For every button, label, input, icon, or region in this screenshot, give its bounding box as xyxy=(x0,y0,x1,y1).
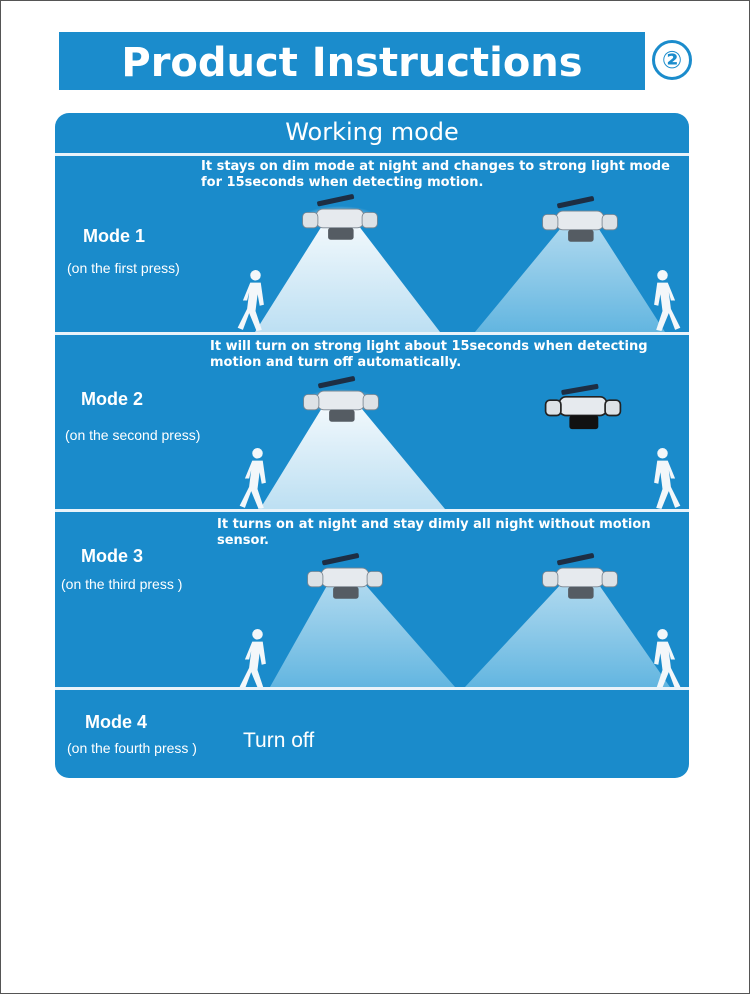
mode-4-description: Turn off xyxy=(243,729,315,752)
mode-1-row: Mode 1 (on the first press) It stays on … xyxy=(55,156,689,332)
mode-3-illustration xyxy=(239,552,681,690)
page-number-badge: ② xyxy=(652,40,692,80)
divider xyxy=(55,687,689,690)
mode-3-name: Mode 3 xyxy=(81,546,144,566)
mode-3-press: (on the third press ) xyxy=(61,576,183,592)
mode-2-illustration xyxy=(239,375,681,509)
mode-2-row: Mode 2 (on the second press) It will tur… xyxy=(55,335,689,509)
mode-4-row: Mode 4 (on the fourth press ) Turn off xyxy=(55,690,689,778)
mode-2-description: It will turn on strong light about 15sec… xyxy=(210,339,648,370)
divider xyxy=(55,153,689,156)
mode-4-press: (on the fourth press ) xyxy=(67,740,197,756)
divider xyxy=(55,332,689,335)
mode-1-name: Mode 1 xyxy=(83,226,146,246)
mode-4-name: Mode 4 xyxy=(85,712,148,732)
divider xyxy=(55,509,689,512)
mode-1-description: It stays on dim mode at night and change… xyxy=(201,159,670,190)
mode-3-description: It turns on at night and stay dimly all … xyxy=(217,517,651,548)
mode-1-press: (on the first press) xyxy=(67,260,180,276)
mode-3-row: Mode 3 (on the third press ) It turns on… xyxy=(55,512,689,690)
working-mode-panel: Working mode Mode 1 (on the first press)… xyxy=(55,113,689,778)
mode-1-illustration xyxy=(237,193,681,332)
mode-2-press: (on the second press) xyxy=(65,427,201,443)
panel-title: Working mode xyxy=(285,118,459,146)
page-title: Product Instructions xyxy=(59,32,645,90)
mode-2-name: Mode 2 xyxy=(81,389,144,409)
